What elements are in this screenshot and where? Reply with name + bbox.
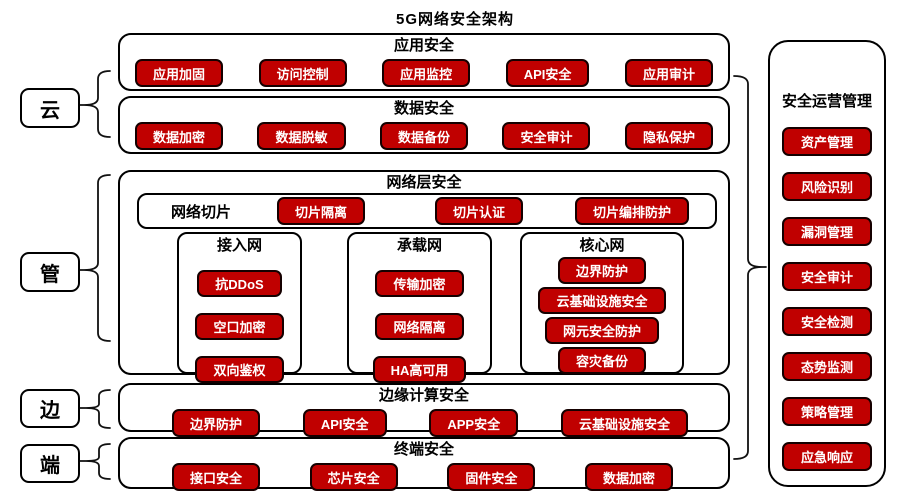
terminal-brace (77, 443, 111, 480)
section-title: 边缘计算安全 (378, 387, 469, 404)
pipe-brace (76, 174, 111, 342)
node-firmware-security: 固件安全 (447, 463, 536, 491)
node-api-security: API安全 (302, 409, 387, 437)
node-disaster-recovery-backup: 容灾备份 (557, 347, 646, 374)
node-policy-management: 策略管理 (781, 397, 872, 426)
node-security-detection: 安全检测 (781, 307, 872, 336)
node-security-audit: 安全审计 (781, 262, 872, 291)
section-title: 终端安全 (393, 441, 454, 458)
node-app-audit: 应用审计 (624, 59, 713, 87)
network-slicing-label: 网络切片 (171, 203, 232, 221)
node-slice-isolation: 切片隔离 (277, 197, 366, 225)
layer-label-text: 端 (40, 455, 60, 477)
node-chip-security: 芯片安全 (309, 463, 398, 491)
node-asset-management: 资产管理 (781, 127, 872, 156)
subnet-title: 核心网 (579, 237, 625, 254)
subnet-bearer-network: 承载网 传输加密 网络隔离 HA高可用 (347, 232, 492, 383)
node-data-backup: 数据备份 (379, 122, 468, 150)
node-app-security: APP安全 (429, 409, 519, 437)
layer-label-text: 云 (40, 99, 60, 122)
node-security-audit: 安全审计 (502, 122, 591, 150)
subnet-access-network: 接入网 抗DDoS 空口加密 双向鉴权 (177, 232, 302, 383)
node-data-masking: 数据脱敏 (257, 122, 346, 150)
node-transmission-encryption: 传输加密 (375, 270, 464, 297)
node-air-interface-encryption: 空口加密 (195, 313, 284, 340)
subnet-title: 接入网 (216, 237, 262, 254)
node-slice-authentication: 切片认证 (435, 197, 524, 225)
section-application-security: 应用安全 应用加固 访问控制 应用监控 API安全 应用审计 (118, 33, 730, 91)
node-network-isolation: 网络隔离 (375, 313, 464, 340)
section-edge-computing-security: 边缘计算安全 边界防护 API安全 APP安全 云基础设施安全 (118, 383, 730, 437)
node-border-protection: 边界防护 (557, 257, 646, 284)
panel-security-operations: 安全运营管理 资产管理 风险识别 漏洞管理 安全审计 安全检测 态势监测 策略管… (768, 40, 886, 487)
node-mutual-authentication: 双向鉴权 (195, 356, 284, 383)
layer-label-text: 边 (40, 400, 60, 422)
section-network-layer-security: 网络层安全 网络切片 切片隔离 切片认证 切片编排防护 接入网 抗DDoS 空口… (118, 170, 730, 383)
section-title: 应用安全 (393, 37, 454, 54)
node-app-monitoring: 应用监控 (382, 59, 471, 87)
node-situation-monitoring: 态势监测 (781, 352, 872, 381)
node-cloud-infrastructure-security: 云基础设施安全 (560, 409, 688, 437)
node-access-control: 访问控制 (258, 59, 347, 87)
layer-label-terminal: 端 (20, 444, 80, 483)
node-slice-orchestration-protection: 切片编排防护 (575, 197, 690, 225)
section-title: 数据安全 (393, 100, 454, 117)
node-app-hardening: 应用加固 (135, 59, 224, 87)
layer-label-edge: 边 (20, 389, 80, 428)
node-anti-ddos: 抗DDoS (197, 270, 282, 297)
node-api-security: API安全 (505, 59, 590, 87)
node-cloud-infrastructure-security: 云基础设施安全 (538, 287, 666, 314)
node-network-element-protection: 网元安全防护 (544, 317, 659, 344)
node-data-encryption: 数据加密 (584, 463, 673, 491)
button-row: 边界防护 API安全 APP安全 云基础设施安全 (120, 409, 728, 437)
edge-brace (77, 389, 111, 429)
button-row: 应用加固 访问控制 应用监控 API安全 应用审计 (120, 59, 728, 87)
layer-label-pipe: 管 (20, 252, 80, 292)
subnet-title: 承载网 (396, 237, 442, 254)
node-privacy-protection: 隐私保护 (624, 122, 713, 150)
node-vulnerability-management: 漏洞管理 (781, 217, 872, 246)
node-emergency-response: 应急响应 (781, 442, 872, 471)
button-row: 数据加密 数据脱敏 数据备份 安全审计 隐私保护 (120, 122, 728, 150)
network-slicing-box: 网络切片 切片隔离 切片认证 切片编排防护 (137, 193, 717, 229)
node-interface-security: 接口安全 (172, 463, 261, 491)
operations-brace (733, 75, 767, 460)
panel-title: 安全运营管理 (781, 93, 872, 110)
node-data-encryption: 数据加密 (135, 122, 224, 150)
cloud-brace (76, 70, 111, 138)
section-terminal-security: 终端安全 接口安全 芯片安全 固件安全 数据加密 (118, 437, 730, 491)
node-risk-identification: 风险识别 (781, 172, 872, 201)
subnet-core-network: 核心网 边界防护 云基础设施安全 网元安全防护 容灾备份 (520, 232, 684, 374)
section-title: 网络层安全 (386, 174, 462, 191)
diagram-title: 5G网络安全架构 (395, 11, 514, 28)
layer-label-text: 管 (40, 263, 60, 286)
layer-label-cloud: 云 (20, 88, 80, 128)
section-data-security: 数据安全 数据加密 数据脱敏 数据备份 安全审计 隐私保护 (118, 96, 730, 154)
button-row: 接口安全 芯片安全 固件安全 数据加密 (120, 463, 728, 491)
node-ha-high-availability: HA高可用 (372, 356, 467, 383)
node-border-protection: 边界防护 (172, 409, 261, 437)
